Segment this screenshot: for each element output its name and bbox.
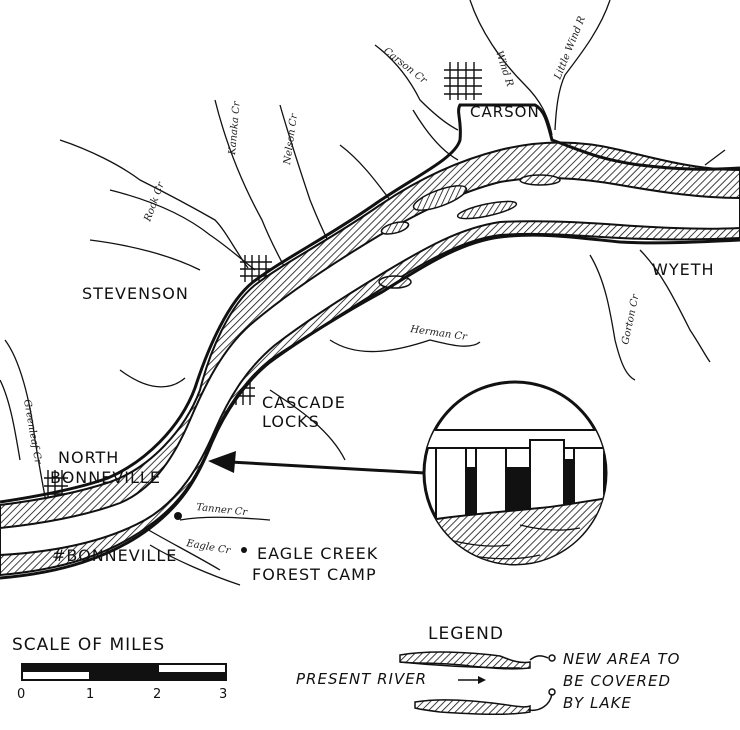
legend-new-area-3: BY LAKE — [563, 694, 632, 712]
legend-present-river: PRESENT RIVER — [296, 670, 427, 688]
place-labels: CARSON STEVENSON WYETH CASCADE LOCKS NOR… — [50, 103, 715, 584]
scale-of-miles: SCALE OF MILES 0 1 2 3 — [12, 635, 227, 702]
scale-tick-2: 2 — [153, 687, 161, 702]
dam-inset — [422, 380, 608, 566]
label-tanner-cr: Tanner Cr — [196, 502, 249, 518]
shore-roads — [0, 103, 740, 580]
legend-new-area-2: BE COVERED — [563, 672, 671, 690]
label-eagle-creek: EAGLE CREEK — [257, 544, 378, 563]
legend: LEGEND PRESENT RIVER NEW AREA TO BE COVE… — [296, 624, 680, 716]
scale-tick-3: 3 — [219, 687, 227, 702]
label-rock-cr: Rock Cr — [142, 180, 167, 224]
creek-lines — [0, 0, 726, 586]
label-locks: LOCKS — [262, 412, 320, 431]
label-wind-r: Wind R — [493, 50, 515, 89]
label-forest-camp: FOREST CAMP — [252, 565, 377, 584]
label-kanaka-cr: Kanaka Cr — [227, 100, 243, 156]
legend-title: LEGEND — [428, 624, 504, 644]
label-herman-cr: Herman Cr — [409, 324, 469, 343]
scale-tick-1: 1 — [86, 687, 94, 702]
label-stevenson: STEVENSON — [82, 284, 189, 303]
site-dots — [174, 512, 247, 553]
label-cascade: CASCADE — [262, 393, 346, 412]
present-river — [0, 177, 740, 557]
label-carson: CARSON — [470, 103, 540, 121]
label-wyeth: WYETH — [652, 260, 715, 279]
label-bonneville-north: BONNEVILLE — [50, 468, 161, 487]
scale-tick-0: 0 — [17, 687, 25, 702]
label-north: NORTH — [58, 448, 119, 467]
label-bonneville: #BONNEVILLE — [52, 546, 177, 565]
dam-pointer-arrow — [208, 451, 426, 475]
label-greenleaf-cr: Greenleaf Cr — [21, 399, 43, 467]
label-carson-cr: Carson Cr — [381, 46, 429, 87]
legend-new-area-1: NEW AREA TO — [563, 650, 680, 668]
label-little-wind-r: Little Wind R — [552, 14, 588, 82]
label-gorton-cr: Gorton Cr — [620, 292, 642, 345]
scale-title: SCALE OF MILES — [12, 635, 165, 655]
